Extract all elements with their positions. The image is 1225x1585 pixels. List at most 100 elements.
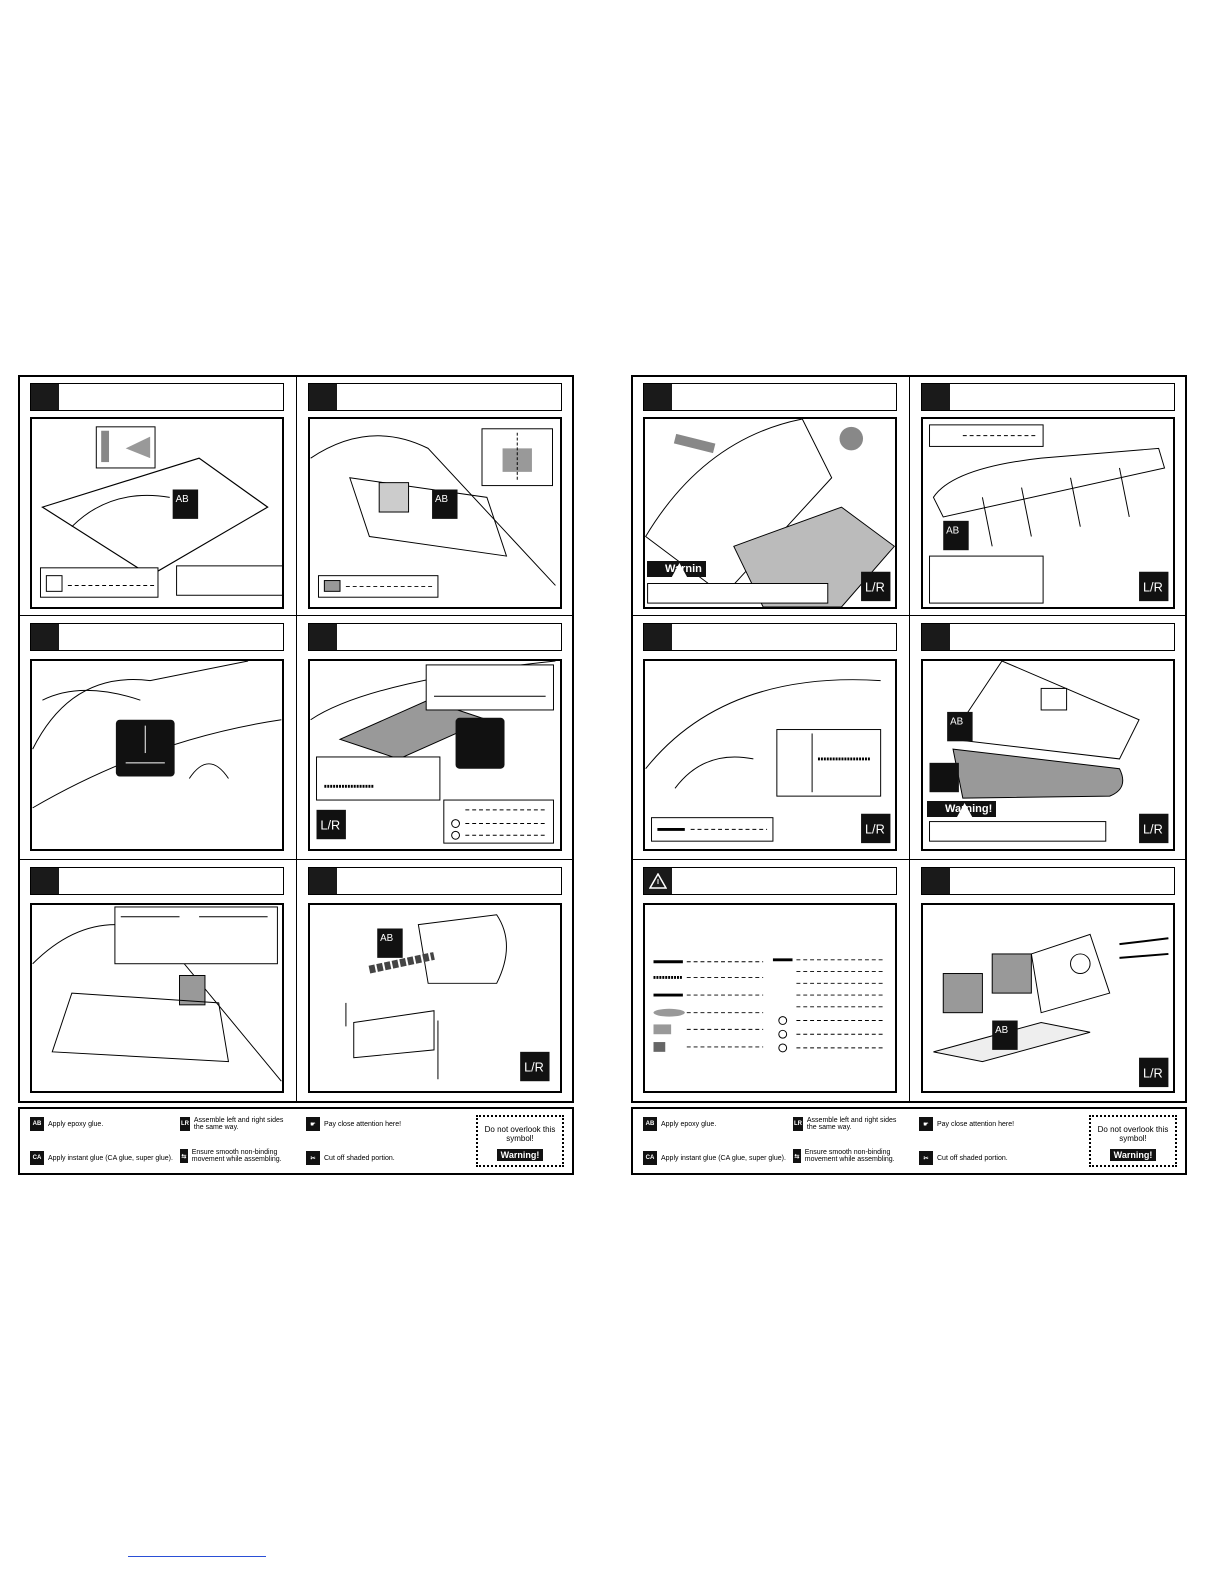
legend-lr-text: Assemble left and right sides the same w… <box>806 1117 897 1131</box>
step-header <box>921 623 1175 651</box>
step-header <box>643 867 897 895</box>
cockpit-glue-drawing <box>32 661 282 809</box>
legend-smooth-text: Ensure smooth non-binding movement while… <box>804 1149 895 1163</box>
step-header <box>30 623 284 651</box>
svg-text:L/R: L/R <box>1143 579 1163 594</box>
legend-attention-text: Pay close attention here! <box>324 1120 402 1128</box>
step-parts-list <box>633 861 909 1101</box>
step-illustration: AB <box>30 417 284 609</box>
warning-text: Warning! <box>945 803 993 815</box>
step-6: AB L/R <box>298 861 574 1101</box>
link-underline[interactable] <box>128 1556 266 1557</box>
legend-smooth: ⇆Ensure smooth non-binding movement whil… <box>180 1149 290 1163</box>
ca-glue-icon: CA <box>643 1151 657 1165</box>
legend-attention: ☛Pay close attention here! <box>306 1117 401 1131</box>
step-illustration: AB <box>308 417 562 609</box>
legend-cut-text: Cut off shaded portion. <box>937 1154 1008 1162</box>
step-header <box>30 383 284 411</box>
servo-mount-drawing: AB L/R <box>933 933 1169 1088</box>
warning-badge: Warning! <box>1109 1149 1157 1161</box>
legend-ca: CA Apply instant glue (CA glue, super glu… <box>643 1151 786 1165</box>
cut-icon: ✂ <box>306 1151 320 1165</box>
step-number-block <box>309 868 337 894</box>
row-divider <box>633 859 1185 860</box>
svg-text:AB: AB <box>176 494 190 505</box>
warning-triangle-icon <box>644 868 672 894</box>
legend-ca-text: Apply instant glue (CA glue, super glue)… <box>661 1154 786 1162</box>
canopy-tray-drawing: AB <box>39 426 282 598</box>
cockpit-measure-drawing <box>32 906 282 1082</box>
overlook-text: Do not overlook this symbol! <box>1097 1125 1169 1143</box>
warning-badge: Warning! <box>927 801 997 819</box>
left-right-icon: LR <box>793 1117 803 1131</box>
step-header <box>921 383 1175 411</box>
step-5 <box>20 861 296 1101</box>
svg-text:L/R: L/R <box>865 579 885 594</box>
step-wing-servo: L/R Warnin <box>633 377 909 615</box>
svg-text:AB: AB <box>946 526 960 537</box>
step-illustration: AB L/R <box>308 903 562 1093</box>
legend-lr-text: Assemble left and right sides the same w… <box>193 1117 284 1131</box>
legend-smooth: ⇆Ensure smooth non-binding movement whil… <box>793 1149 903 1163</box>
epoxy-icon: AB <box>30 1117 44 1131</box>
step-illustration <box>30 659 284 851</box>
step-3 <box>20 617 296 859</box>
legend-attention: ☛Pay close attention here! <box>919 1117 1014 1131</box>
svg-text:AB: AB <box>380 933 393 944</box>
step-illustration: AB L/R <box>921 417 1175 609</box>
left-instruction-page: AB AB <box>18 375 574 1103</box>
svg-text:L/R: L/R <box>865 821 885 836</box>
smooth-movement-icon: ⇆ <box>180 1149 188 1163</box>
legend-attention-text: Pay close attention here! <box>937 1120 1015 1128</box>
legend-epoxy: AB Apply epoxy glue. <box>30 1117 103 1131</box>
parts-list-drawing <box>653 958 885 1053</box>
step-header <box>30 867 284 895</box>
step-servo-mount: AB L/R <box>911 861 1187 1101</box>
step-4: L/R <box>298 617 574 859</box>
svg-text:L/R: L/R <box>1143 821 1163 836</box>
step-illustration: AB L/R <box>921 903 1175 1093</box>
step-illustration: AB L/R Warning! <box>921 659 1175 851</box>
legend-ca-text: Apply instant glue (CA glue, super glue)… <box>48 1154 173 1162</box>
step-illustration: L/R <box>308 659 562 851</box>
column-divider <box>909 377 910 1101</box>
right-instruction-page: L/R Warnin AB L/R <box>631 375 1187 1103</box>
hatch-screw-drawing: L/R <box>310 661 556 844</box>
left-right-icon: LR <box>180 1117 190 1131</box>
svg-text:L/R: L/R <box>524 1059 544 1074</box>
wing-fuselage-drawing: L/R <box>645 419 895 607</box>
step-1: AB <box>20 377 296 615</box>
row-divider <box>20 615 572 616</box>
warning-badge: Warnin <box>647 561 706 579</box>
step-header <box>643 383 897 411</box>
aileron-hinge-drawing: AB L/R <box>929 424 1169 604</box>
step-number-block <box>922 624 950 650</box>
warning-badge: Warning! <box>496 1149 544 1161</box>
overlook-notice: Do not overlook this symbol! Warning! <box>1089 1115 1177 1167</box>
step-header <box>308 867 562 895</box>
legend-cut: ✂Cut off shaded portion. <box>306 1151 395 1165</box>
step-cut-flap: AB L/R Warning! <box>911 617 1187 859</box>
step-illustration: L/R <box>643 659 897 851</box>
svg-text:AB: AB <box>435 494 449 505</box>
step-header <box>308 623 562 651</box>
step-header <box>308 383 562 411</box>
step-number-block <box>31 384 59 410</box>
smooth-movement-icon: ⇆ <box>793 1149 801 1163</box>
step-number-block <box>644 384 672 410</box>
step-number-block <box>922 868 950 894</box>
fuselage-cockpit-drawing: AB <box>310 428 556 598</box>
legend-smooth-text: Ensure smooth non-binding movement while… <box>191 1149 282 1163</box>
step-illustration <box>30 903 284 1093</box>
step-header <box>643 623 897 651</box>
step-number-block <box>309 624 337 650</box>
cut-icon: ✂ <box>919 1151 933 1165</box>
step-hinges: AB L/R <box>911 377 1187 615</box>
row-divider <box>20 859 572 860</box>
legend-epoxy-text: Apply epoxy glue. <box>48 1120 104 1128</box>
fuselage-pushrod-drawing: L/R <box>645 679 891 844</box>
step-number-block <box>644 624 672 650</box>
